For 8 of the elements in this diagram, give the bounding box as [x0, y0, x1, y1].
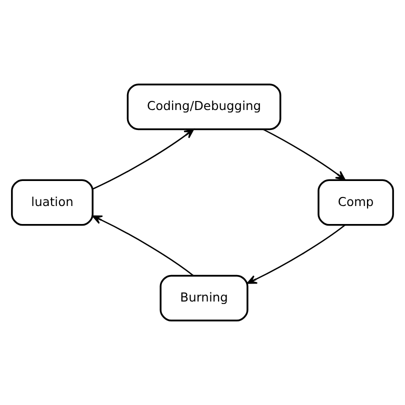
- arrow: [92, 215, 194, 276]
- arrow: [262, 128, 346, 181]
- node-box: Coding/Debugging: [126, 84, 282, 130]
- node-box: luation: [11, 179, 94, 226]
- arrow: [246, 224, 346, 284]
- node-box: Comp: [318, 179, 394, 226]
- node-box: Burning: [160, 274, 248, 322]
- arrow: [92, 128, 194, 190]
